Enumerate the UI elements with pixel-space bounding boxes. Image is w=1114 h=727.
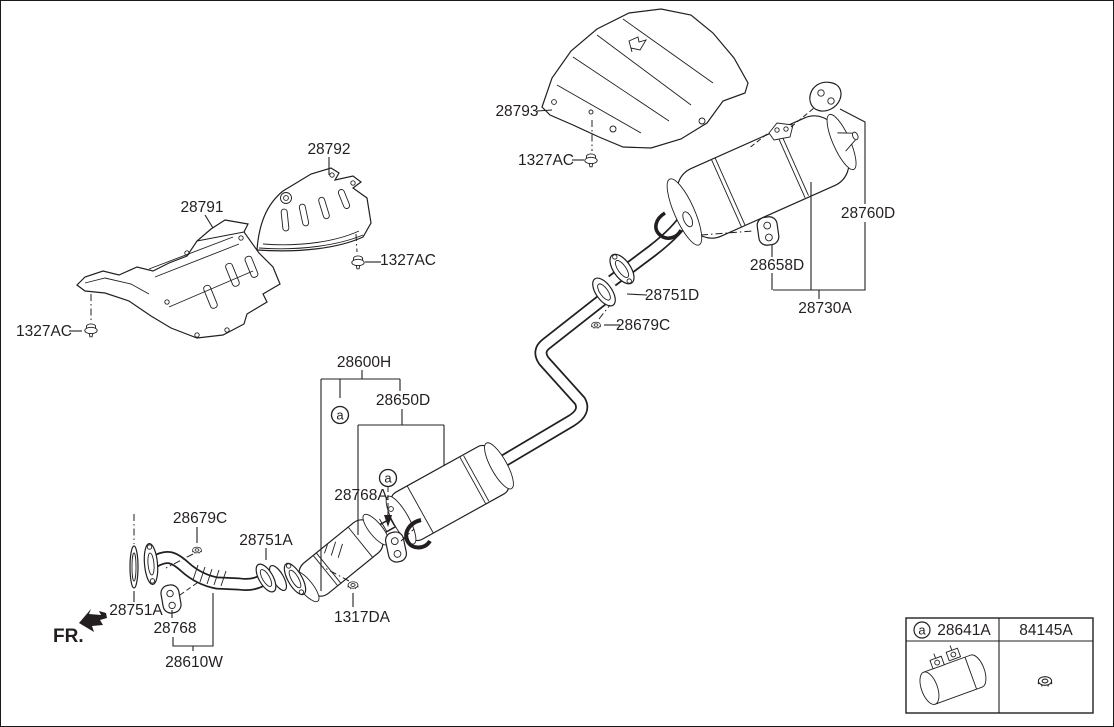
- label-bg: [842, 204, 894, 222]
- nut-28679C-rear: [591, 321, 601, 330]
- rear-gasket-28751D: [592, 277, 616, 307]
- legend-clamp-art: [919, 645, 987, 705]
- legend-table: a 28641A 84145A: [905, 617, 1094, 714]
- front-direction-indicator: FR.: [53, 609, 107, 647]
- rear-pipe-flange: [609, 253, 635, 285]
- bolt-1327AC-rear: [584, 153, 598, 168]
- part-labels: 28791 28792 1327AC 1327AC 28793 1327AC 2…: [16, 103, 895, 671]
- callout-a-clamp: a: [378, 468, 398, 488]
- label-1327AC-rear: 1327AC: [518, 152, 574, 169]
- front-hanger-rubber: [160, 584, 182, 614]
- center-pipe-s-curve: [486, 294, 607, 475]
- callout-a-letter: a: [384, 471, 392, 486]
- label-28760D: 28760D: [841, 205, 895, 222]
- front-flange: [143, 542, 159, 586]
- rear-inlet-hanger-hook: [654, 211, 683, 240]
- label-28793: 28793: [495, 103, 538, 120]
- label-28730A: 28730A: [798, 300, 852, 317]
- label-28679C-front: 28679C: [173, 510, 227, 527]
- fr-arrow-icon: [79, 609, 107, 632]
- label-28679C-rear: 28679C: [616, 317, 670, 334]
- bolt-1327AC-front: [84, 323, 98, 338]
- callout-a-center-assy: a: [330, 405, 350, 425]
- rear-hanger-rubber: [756, 216, 780, 246]
- center-gasket-28751A: [255, 563, 277, 593]
- callout-a-letter: a: [336, 408, 344, 423]
- label-28650D: 28650D: [376, 392, 430, 409]
- label-28600H: 28600H: [337, 354, 391, 371]
- label-28610W: 28610W: [165, 654, 223, 671]
- front-gasket-ring: [129, 545, 139, 589]
- nut-1317DA: [347, 581, 359, 590]
- label-28768: 28768: [153, 620, 196, 637]
- label-28751A-front: 28751A: [109, 602, 163, 619]
- pipe-clamp-band: [379, 506, 395, 532]
- bolt-1327AC-arch: [351, 255, 365, 270]
- heat-shield-arch-28792: [256, 167, 372, 252]
- center-hanger-rubber: [384, 531, 408, 563]
- nut-28679C-front: [192, 546, 202, 555]
- legend-col-84145A: 84145A: [1019, 622, 1073, 639]
- label-28751A-center: 28751A: [239, 532, 293, 549]
- legend-badge-letter: a: [918, 623, 926, 638]
- center-muffler-hanger-hook: [404, 518, 432, 550]
- label-1317DA: 1317DA: [334, 609, 391, 626]
- label-28791: 28791: [180, 199, 223, 216]
- legend-col-28641A: 28641A: [937, 622, 991, 639]
- label-28751D: 28751D: [645, 287, 699, 304]
- front-pipe: [150, 550, 272, 591]
- label-28792: 28792: [307, 141, 350, 158]
- rear-body-hanger-bracket: [809, 81, 842, 112]
- converter-inlet-flange: [283, 562, 307, 596]
- rear-muffler-top-bracket: [768, 122, 794, 141]
- label-1327AC-arch: 1327AC: [380, 252, 436, 269]
- label-fr: FR.: [53, 626, 84, 647]
- label-28658D: 28658D: [750, 257, 804, 274]
- heat-shield-front-28791: [76, 219, 281, 339]
- center-muffler-body: [385, 442, 514, 545]
- label-28768A: 28768A: [334, 487, 388, 504]
- rear-muffler-body: [666, 113, 859, 246]
- label-1327AC-front: 1327AC: [16, 323, 72, 340]
- heat-shield-rear-28793: [541, 8, 749, 149]
